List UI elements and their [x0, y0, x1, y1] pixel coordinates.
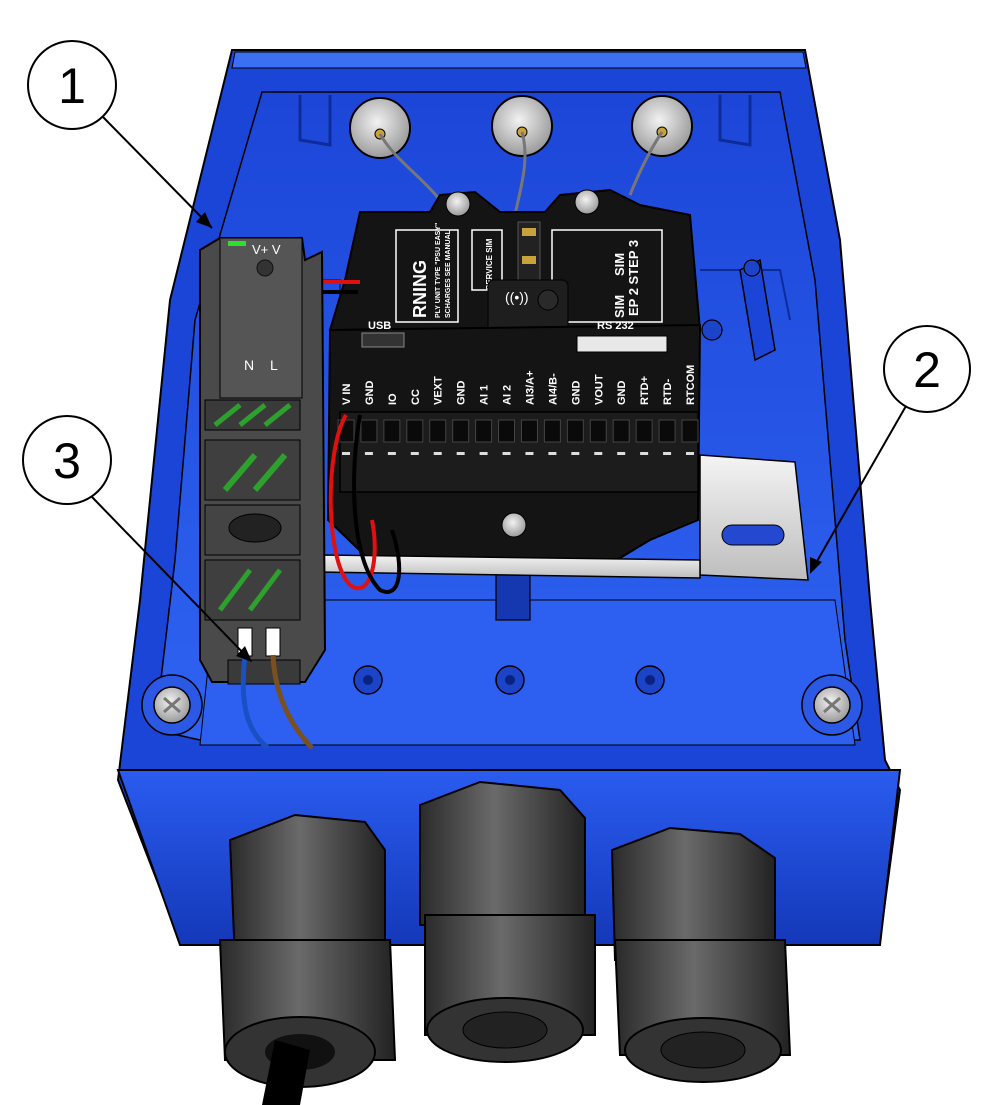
terminal-slot [612, 419, 630, 443]
terminal-marker [433, 452, 442, 455]
terminal-label: VOUT [593, 374, 605, 405]
corner-screw-right [801, 674, 863, 736]
warning-line-2: SCHARGES SEE MANUAL [445, 229, 452, 318]
callout-2-label: 2 [913, 342, 941, 398]
terminal-slot [681, 419, 699, 443]
terminal-slot [383, 419, 401, 443]
terminal-marker [364, 452, 373, 455]
terminal-label: AI3/A+ [524, 370, 536, 405]
terminal-marker [686, 452, 694, 455]
cable-gland-left [218, 813, 397, 1105]
terminal-label: CC [410, 389, 422, 405]
terminal-slot [566, 419, 584, 443]
rs232-label: RS 232 [597, 320, 634, 332]
antenna-connector-left [349, 97, 411, 159]
antenna-connector-middle [491, 95, 553, 157]
psu-label-l: L [270, 357, 278, 373]
terminal-slot [635, 419, 653, 443]
terminal-label: AI 1 [479, 385, 491, 405]
cable-gland-right [610, 826, 792, 1083]
terminal-marker [548, 452, 557, 455]
warning-title: RNING [410, 260, 430, 318]
service-sim-label: SERVICE SIM [485, 238, 494, 290]
callout-3-label: 3 [53, 433, 81, 489]
terminal-slot [589, 419, 607, 443]
sim-label-2: SIM [612, 295, 627, 318]
terminal-label: IO [387, 393, 399, 405]
terminal-label: RTD+ [639, 376, 651, 405]
callout-1: 1 [27, 40, 213, 229]
terminal-marker [387, 452, 396, 455]
terminal-marker [456, 452, 465, 455]
terminal-marker [342, 452, 350, 455]
terminal-label: GND [456, 381, 468, 406]
terminal-marker [502, 452, 511, 455]
terminal-slots [337, 419, 699, 455]
io-board: USB RS 232 V IN GND IO CC VEXT GND AI 1 AI 2 AI3… [326, 320, 702, 571]
terminal-slot [543, 419, 561, 443]
corner-screw-left [141, 674, 203, 736]
nfc-icon: ((•)) [505, 289, 529, 305]
terminal-marker [640, 452, 649, 455]
terminal-slot [452, 419, 470, 443]
step-label: EP 2 STEP 3 [626, 240, 641, 316]
callout-3: 3 [22, 415, 252, 662]
terminal-slot [360, 419, 378, 443]
callout-2: 2 [810, 325, 971, 574]
cable-gland-middle [419, 780, 596, 1063]
terminal-label: GND [570, 381, 582, 406]
terminal-marker [410, 452, 419, 455]
power-wires [318, 280, 402, 594]
usb-label: USB [368, 320, 391, 332]
terminal-marker [594, 452, 603, 455]
callout-1-label: 1 [58, 58, 86, 114]
power-supply-unit: V+ V N L [199, 237, 327, 685]
terminal-label: RTD- [662, 378, 674, 405]
terminal-marker [525, 452, 534, 455]
warning-line-1: PLY UNIT TYPE "PSU EASY" [435, 223, 442, 318]
terminal-marker [663, 452, 672, 455]
terminal-label: VEXT [433, 376, 445, 405]
terminal-label: GND [616, 381, 628, 406]
psu-label-n: N [244, 357, 254, 373]
terminal-label: AI4/B- [547, 373, 559, 405]
terminal-slot [520, 419, 538, 443]
terminal-marker [617, 452, 626, 455]
terminal-marker [571, 452, 580, 455]
din-rail [317, 454, 809, 581]
terminal-slot [475, 419, 493, 443]
terminal-slot [406, 419, 424, 443]
mains-wires [240, 654, 314, 750]
terminal-label: V IN [341, 384, 353, 405]
terminal-marker [479, 452, 488, 455]
psu-top-label: V+ V [252, 242, 281, 257]
sim-label: SIM [612, 253, 627, 276]
antenna-cables [378, 131, 664, 216]
terminal-slot [429, 419, 447, 443]
terminal-slot [658, 419, 676, 443]
terminal-label: AI 2 [502, 385, 514, 405]
terminal-labels: V IN GND IO CC VEXT GND AI 1 AI 2 AI3/A+ AI4/B- GN… [341, 365, 697, 405]
antenna-connector-right [631, 95, 693, 157]
terminal-slot [498, 419, 516, 443]
terminal-label: GND [364, 381, 376, 406]
terminal-label: RTCOM [685, 365, 697, 405]
